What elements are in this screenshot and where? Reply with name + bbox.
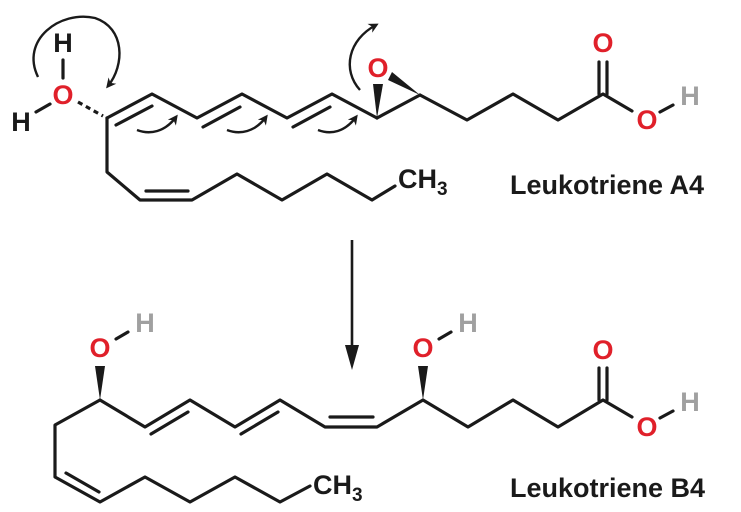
atom-o: O (89, 333, 110, 363)
bond (34, 102, 52, 114)
wedge-bond (418, 366, 428, 400)
acid-chain (418, 92, 634, 122)
molecule-label: Leukotriene A4 (510, 170, 704, 200)
atom-o-hydroxyl: O (636, 105, 657, 135)
bond (114, 330, 130, 341)
atom-o-carbonyl: O (592, 28, 613, 58)
arrow-head-icon (345, 345, 359, 370)
bond (375, 93, 422, 120)
atom-h: H (135, 308, 155, 338)
double-bond-inner (149, 410, 190, 436)
bond (658, 103, 675, 114)
double-bond-inner (201, 105, 242, 129)
double-bond-inner (239, 410, 280, 436)
methyl-group: CH3 (398, 164, 448, 200)
curved-arrow-icon (32, 15, 121, 89)
wedge-bond (373, 84, 383, 118)
forming-bond-dashed (77, 100, 104, 118)
triene-chain (105, 92, 379, 120)
atom-o-carbonyl: O (592, 335, 613, 365)
atom-o-hydroxyl: O (636, 412, 657, 442)
double-bond-inner (291, 105, 332, 129)
atom-o: O (52, 80, 73, 110)
atom-o-epoxide: O (367, 53, 388, 83)
curved-arrow-icon (136, 114, 178, 134)
atom-h: H (458, 308, 478, 338)
leukotriene-a4-structure: H O H CH3 O O O H Leukotriene A4 (11, 15, 704, 202)
molecule-label: Leukotriene B4 (510, 473, 705, 503)
wedge-bond (95, 366, 105, 400)
bond (658, 409, 675, 420)
methyl-group: CH3 (313, 470, 363, 506)
bond (437, 330, 453, 341)
atom-h-hydroxyl: H (680, 81, 700, 111)
leukotriene-b4-structure: O H CH3 O H O O H Leukotriene B4 (53, 308, 705, 506)
double-bond-inner (114, 104, 154, 127)
double-bond-inner (64, 471, 101, 494)
atom-h: H (11, 107, 31, 137)
curved-arrow-icon (348, 23, 379, 91)
atom-h-hydroxyl: H (680, 387, 700, 417)
alkyl-chain (53, 398, 312, 504)
curved-arrow-icon (226, 114, 268, 134)
wedge-bond (388, 72, 420, 95)
alkyl-chain (105, 116, 397, 202)
atom-o: O (412, 333, 433, 363)
atom-h: H (53, 28, 73, 58)
curved-arrow-icon (317, 114, 358, 134)
main-chain (98, 398, 634, 429)
